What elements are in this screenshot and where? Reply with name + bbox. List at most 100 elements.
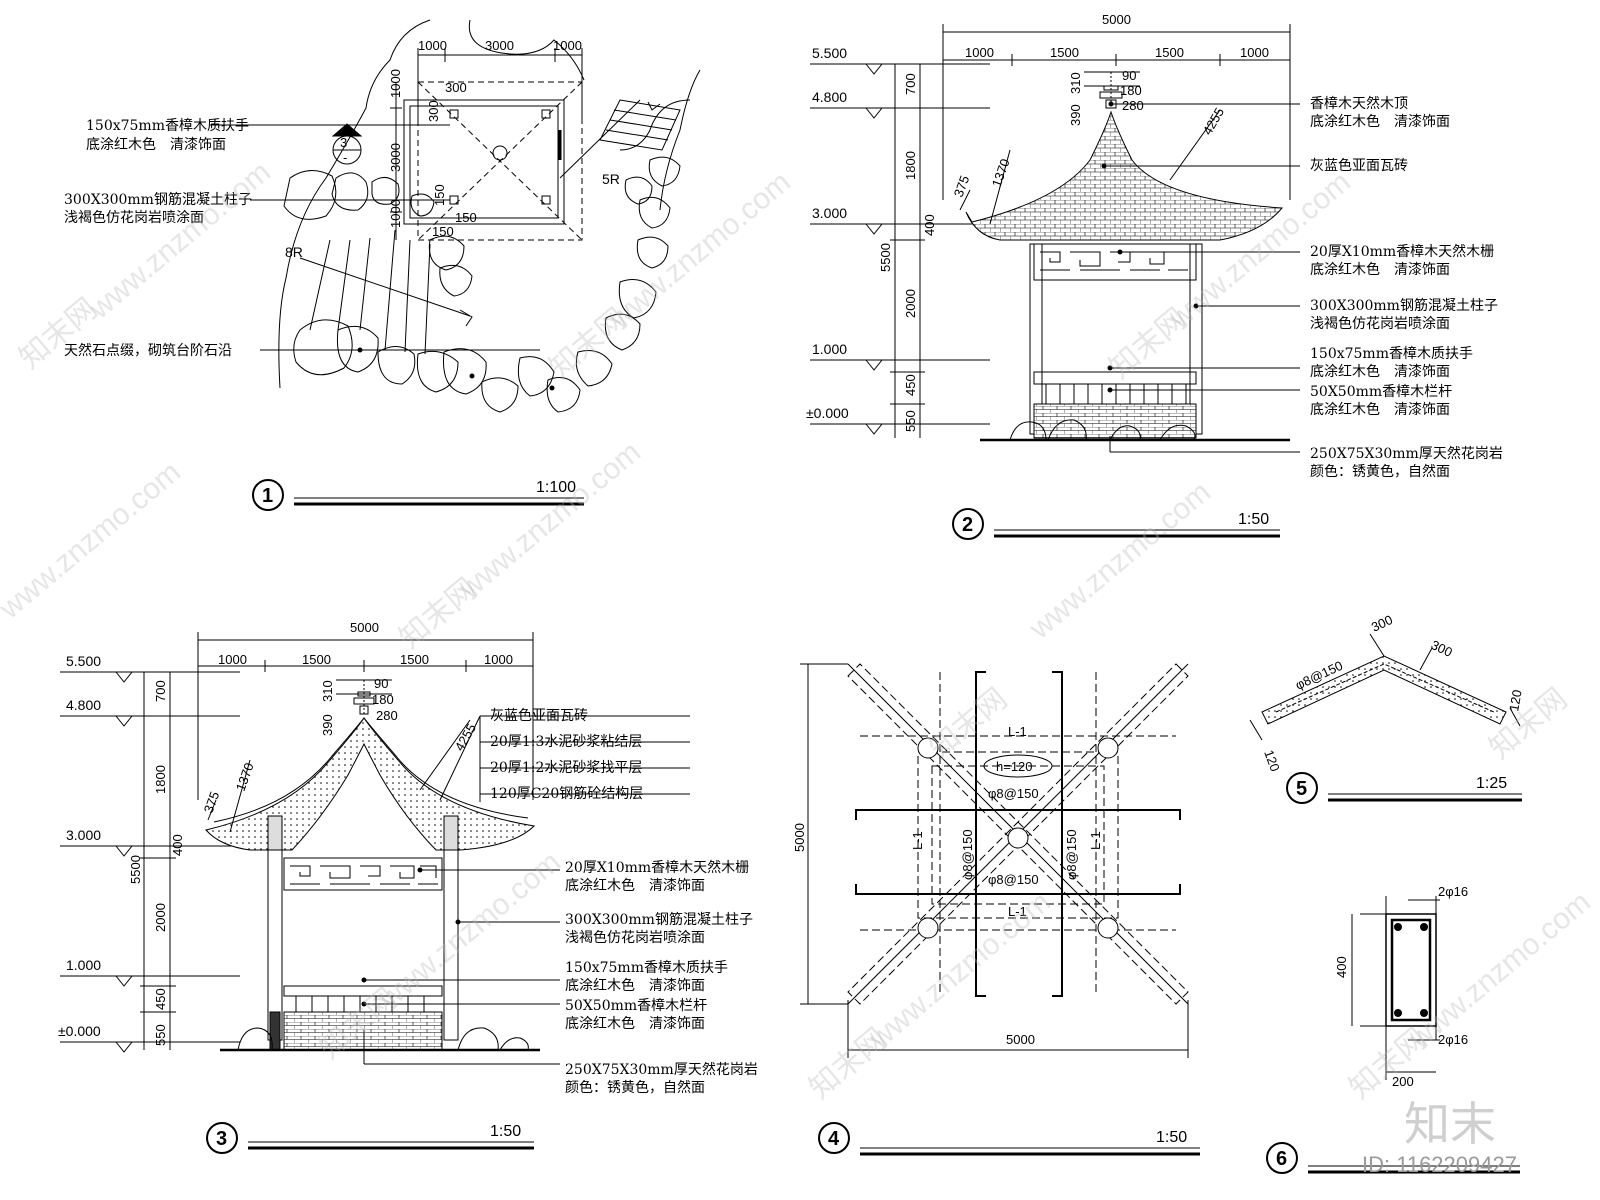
panel-3-section <box>60 632 690 1065</box>
p2-dim-550: 550 <box>903 410 918 432</box>
p3-note-column-l1: 300X300mm钢筋混凝土柱子 <box>565 911 753 928</box>
p4-rebar-left: φ8@150 <box>960 829 975 880</box>
p2-note-granite-l2: 颜色：锈黄色，自然面 <box>1310 463 1450 480</box>
panel-3-text: 5000 1000 1500 1500 1000 310 90 180 390 … <box>58 620 758 1096</box>
p3-layer-bond: 20厚1:3水泥砂浆粘结层 <box>490 734 642 750</box>
p2-note-handrail-l2: 底涂红木色 清漆饰面 <box>1310 363 1450 380</box>
p2-dim-375: 375 <box>951 174 973 200</box>
dim-300-v: 300 <box>426 100 441 122</box>
p3-dim-1500-a: 1500 <box>302 652 331 667</box>
p3-note-baluster-l1: 50X50mm香樟木栏杆 <box>565 997 707 1014</box>
panel-1-scale: 1:100 <box>536 479 576 496</box>
watermark-site-7: www.znzmo.com <box>373 845 567 1016</box>
p3-level-0: ±0.000 <box>58 1023 101 1039</box>
p4-rebar-bottom: φ8@150 <box>988 872 1039 887</box>
p2-note-roof-top-l1: 香樟木天然木顶 <box>1310 95 1408 112</box>
p2-level-1000: 1.000 <box>812 341 847 357</box>
p3-dim-450: 450 <box>153 988 168 1010</box>
p4-dim-v: 5000 <box>792 823 807 852</box>
p3-dim-1800: 1800 <box>153 765 168 794</box>
p2-note-baluster-l1: 50X50mm香樟木栏杆 <box>1310 383 1452 400</box>
panel-2-elevation <box>810 24 1300 453</box>
panel-2-scale: 1:50 <box>1238 511 1269 528</box>
railing-balusters-2 <box>1045 384 1187 404</box>
p3-dim-1500-b: 1500 <box>400 652 429 667</box>
watermark-site-2: www.znzmo.com <box>0 455 187 626</box>
panel-5-scale: 1:25 <box>1476 775 1507 792</box>
radius-5r: 5R <box>602 171 620 187</box>
watermark-site-4: www.znzmo.com <box>453 435 647 606</box>
p6-rebar-top: 2φ16 <box>1438 884 1468 899</box>
p2-note-lattice-l1: 20厚X10mm香樟木天然木栅 <box>1310 243 1494 260</box>
watermark-cn-9: 知末网 <box>1483 682 1573 765</box>
section-marker-top: 3 <box>340 135 347 150</box>
note-handrail-l1: 150x75mm香樟木质扶手 <box>86 117 249 134</box>
dim-150-h1: 150 <box>455 210 477 225</box>
p2-note-roof-top-l2: 底涂红木色 清漆饰面 <box>1310 113 1450 130</box>
dim-150-v: 150 <box>432 184 447 206</box>
panel-4-number: 4 <box>828 1128 840 1150</box>
p4-rebar-right: φ8@150 <box>1064 829 1079 880</box>
p2-dim-90: 90 <box>1122 68 1136 83</box>
p2-dim-1000-b: 1000 <box>1240 45 1269 60</box>
panel-1-number: 1 <box>262 485 273 507</box>
panel-3-number: 3 <box>216 1128 227 1150</box>
panel-6-title: 6 <box>1266 1142 1520 1174</box>
p3-level-3000: 3.000 <box>66 827 101 843</box>
dim-150-h2: 150 <box>432 224 454 239</box>
p2-note-baluster-l2: 底涂红木色 清漆饰面 <box>1310 401 1450 418</box>
p2-dim-4255: 4255 <box>1200 105 1227 138</box>
p3-note-granite-l1: 250X75X30mm厚天然花岗岩 <box>565 1061 758 1078</box>
p2-dim-5000: 5000 <box>1102 12 1131 27</box>
p5-dim-300-a: 300 <box>1369 612 1395 635</box>
p3-layer-slab: 120厚C20钢筋砼结构层 <box>490 785 643 802</box>
panel-5-number: 5 <box>1296 778 1307 800</box>
p5-dim-300-b: 300 <box>1429 637 1455 660</box>
p2-dim-310: 310 <box>1068 72 1083 94</box>
panel-3-title: 3 1:50 <box>206 1122 534 1154</box>
p3-dim-280: 280 <box>376 708 398 723</box>
note-handrail-l2: 底涂红木色 清漆饰面 <box>86 136 226 153</box>
watermark-site-9: www.znzmo.com <box>1403 885 1597 1056</box>
p3-level-4800: 4.800 <box>66 697 101 713</box>
p3-dim-700: 700 <box>153 680 168 702</box>
p3-note-granite-l2: 颜色：锈黄色，自然面 <box>565 1079 705 1096</box>
p3-note-lattice-l2: 底涂红木色 清漆饰面 <box>565 877 705 894</box>
panel-5-title: 5 1:25 <box>1286 772 1522 804</box>
p3-dim-180: 180 <box>372 692 394 707</box>
watermark-site-3: www.znzmo.com <box>603 165 797 336</box>
dim-1000-v-top: 1000 <box>388 69 403 98</box>
p2-dim-180: 180 <box>1120 83 1142 98</box>
panel-4-text: L-1 L-1 L-1 L-1 h=120 φ8@150 φ8@150 φ8@1… <box>792 724 1103 1047</box>
p3-dim-1370: 1370 <box>233 761 257 793</box>
p2-note-column-l2: 浅褐色仿花岗岩喷涂面 <box>1310 315 1450 332</box>
p3-note-lattice-l1: 20厚X10mm香樟木天然木栅 <box>565 859 749 876</box>
watermark-site-8: www.znzmo.com <box>863 885 1057 1056</box>
p2-dim-5500: 5500 <box>878 243 893 272</box>
p2-level-4800: 4.800 <box>812 89 847 105</box>
p3-note-column-l2: 浅褐色仿花岗岩喷涂面 <box>565 929 705 946</box>
watermark-cn-5: 知末网 <box>923 682 1013 765</box>
p2-level-3000: 3.000 <box>812 205 847 221</box>
panel-4-scale: 1:50 <box>1156 1129 1187 1146</box>
panel-6-number: 6 <box>1276 1148 1287 1170</box>
p4-beam-left: L-1 <box>910 831 925 850</box>
watermark-site-6: www.znzmo.com <box>1023 475 1217 646</box>
panel-4-structure <box>800 663 1189 1058</box>
p2-dim-1800: 1800 <box>903 151 918 180</box>
p3-level-1000: 1.000 <box>66 957 101 973</box>
dim-1000-left: 1000 <box>418 38 447 53</box>
p2-dim-700: 700 <box>903 73 918 95</box>
dim-3000-v: 3000 <box>388 143 403 172</box>
p2-dim-1000-a: 1000 <box>965 45 994 60</box>
radius-8r: 8R <box>285 244 303 260</box>
p3-note-handrail-l1: 150x75mm香樟木质扶手 <box>565 959 728 976</box>
p4-rebar-top: φ8@150 <box>988 786 1039 801</box>
p6-rebar-bottom: 2φ16 <box>1438 1032 1468 1047</box>
p3-dim-2000: 2000 <box>153 903 168 932</box>
p4-beam-right: L-1 <box>1088 831 1103 850</box>
dim-3000: 3000 <box>485 38 514 53</box>
p3-dim-1000-b: 1000 <box>484 652 513 667</box>
p2-note-handrail-l1: 150x75mm香樟木质扶手 <box>1310 345 1473 362</box>
